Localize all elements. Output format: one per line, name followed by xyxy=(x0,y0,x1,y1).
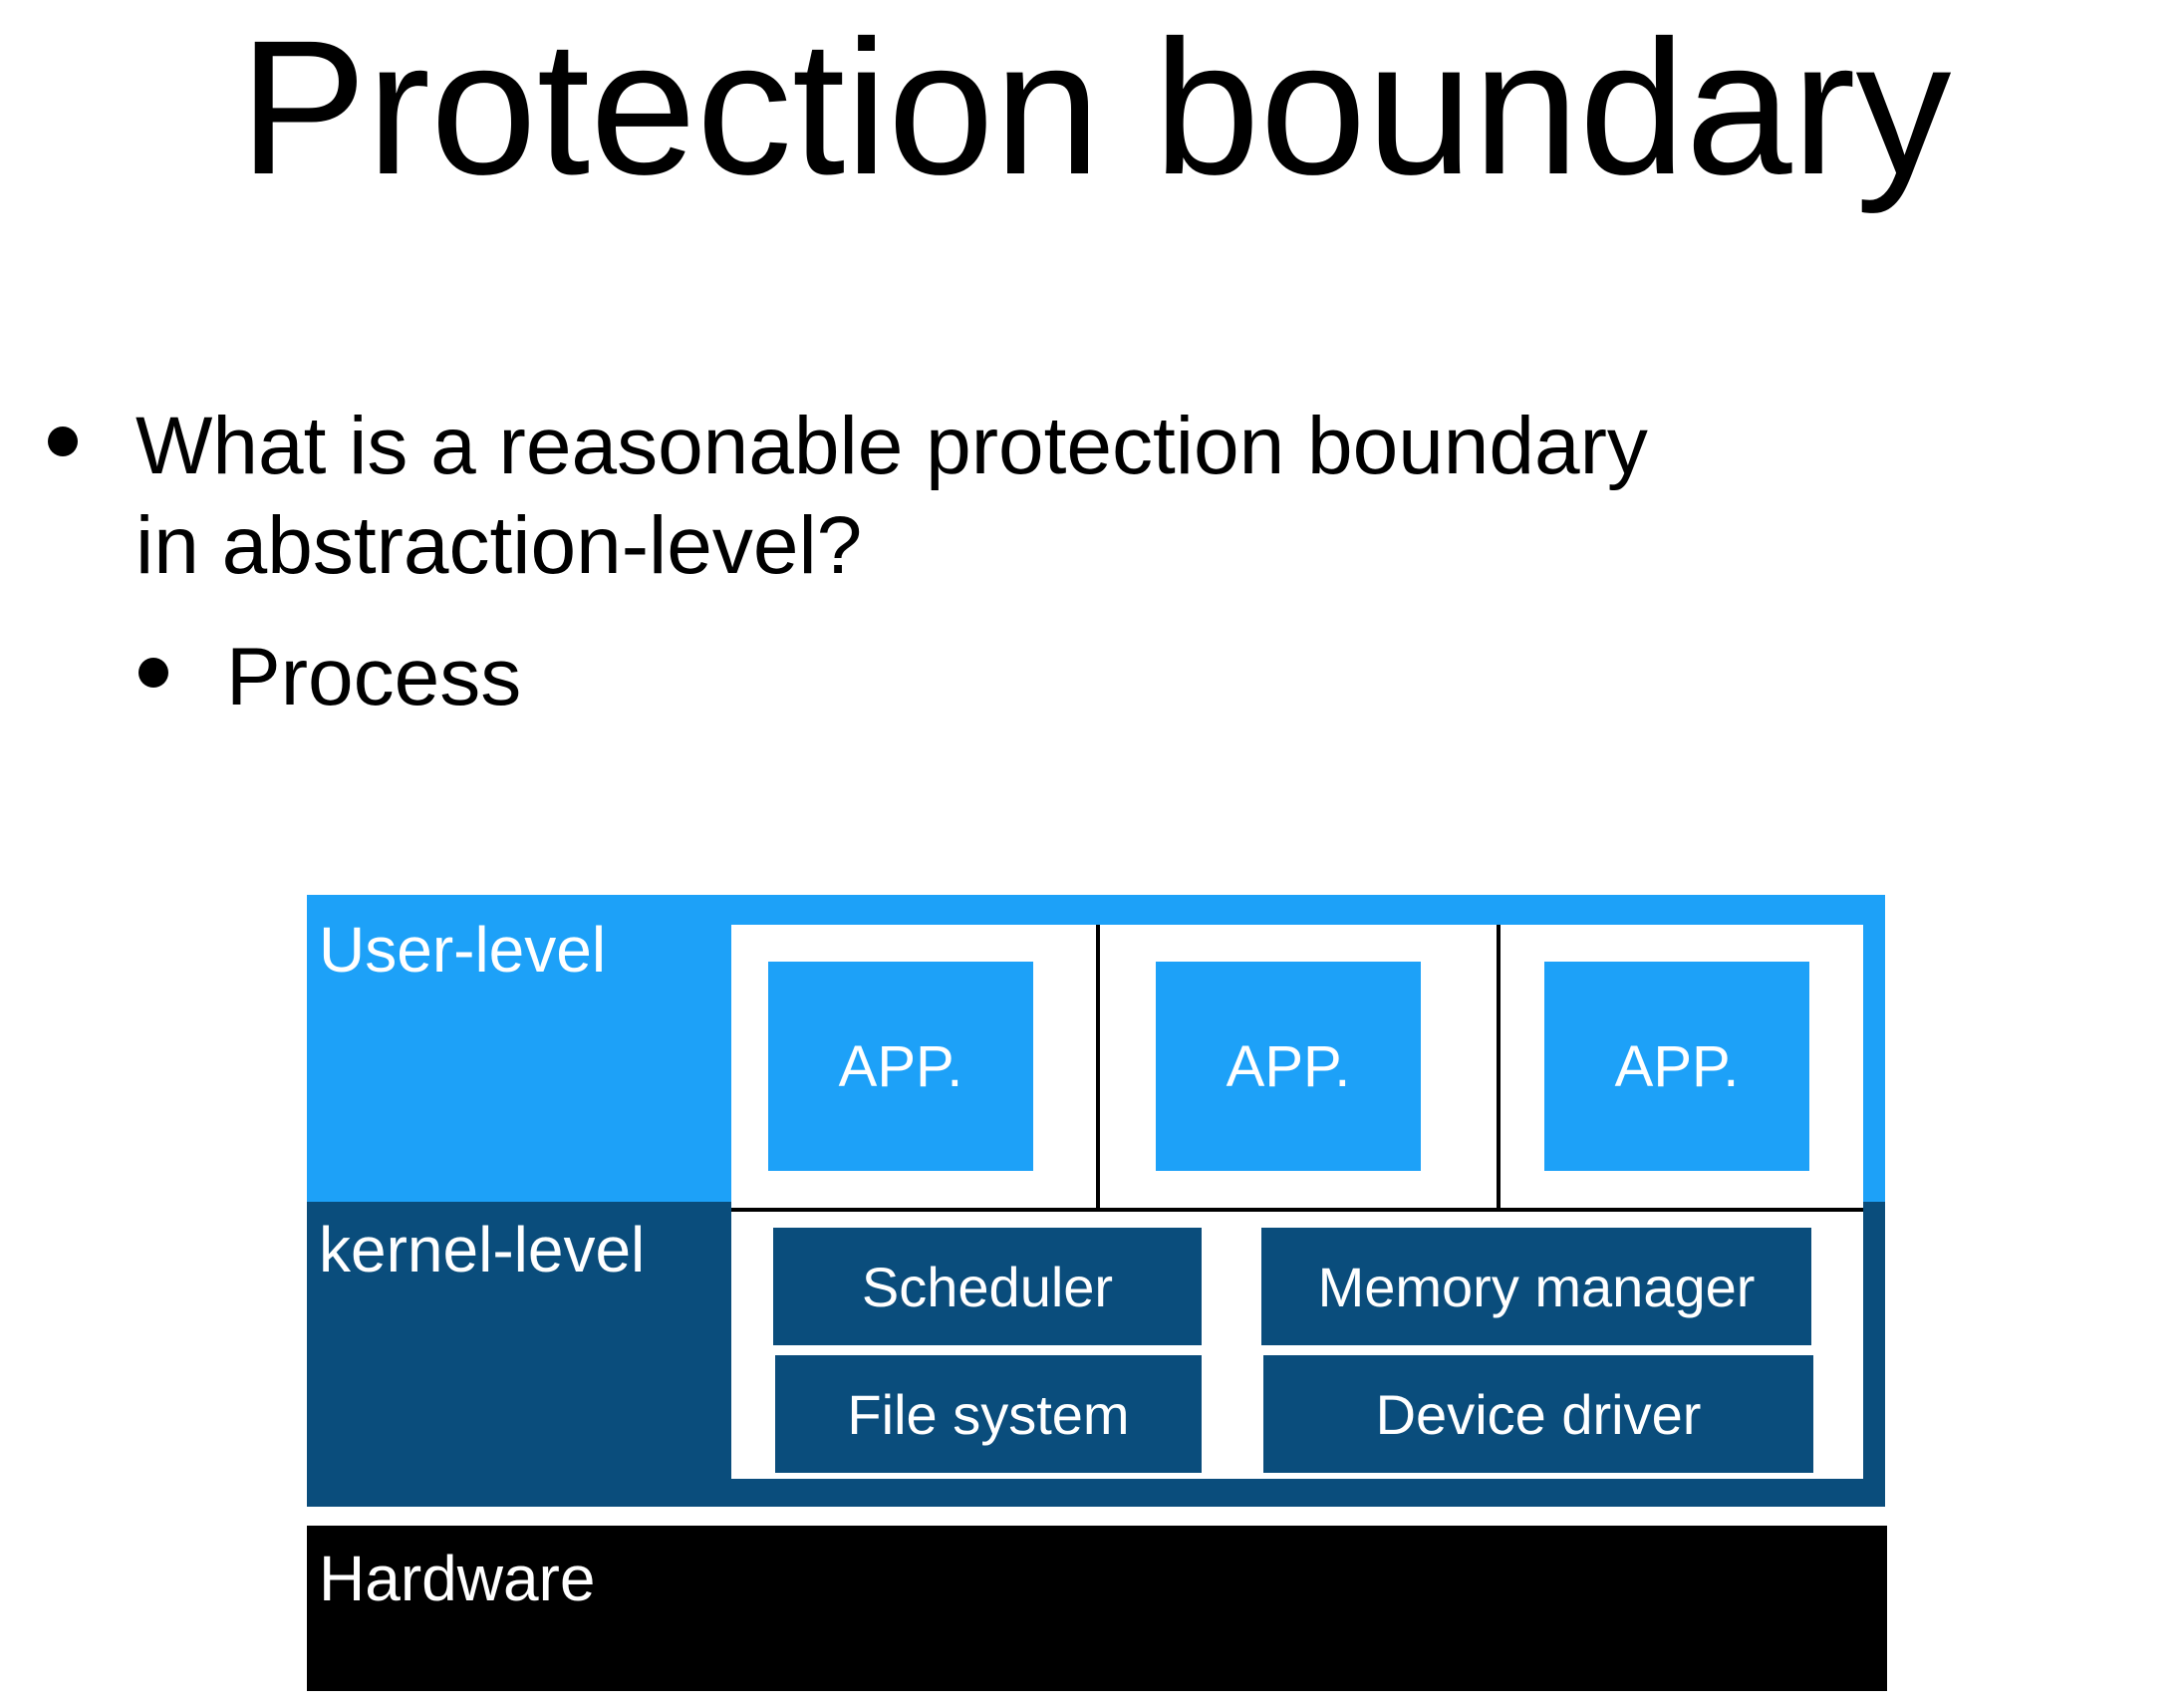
kernel-level-label: kernel-level xyxy=(319,1214,646,1285)
bullet-line-1: What is a reasonable protection boundary xyxy=(136,401,1648,491)
process-divider xyxy=(1096,925,1100,1208)
app-box: APP. xyxy=(768,962,1033,1171)
bullet-item: What is a reasonable protection boundary… xyxy=(48,397,1879,596)
slide-title: Protection boundary xyxy=(239,0,1952,214)
app-box: APP. xyxy=(1544,962,1809,1171)
process-divider xyxy=(1497,925,1501,1208)
user-level-label: User-level xyxy=(319,914,607,986)
hardware-label: Hardware xyxy=(319,1543,596,1614)
bullet-dot-icon xyxy=(138,658,168,688)
hardware-layer xyxy=(307,1526,1887,1691)
sub-bullet-text: Process xyxy=(226,632,522,722)
memory-manager-box: Memory manager xyxy=(1261,1228,1811,1345)
app-box: APP. xyxy=(1156,962,1421,1171)
file-system-box: File system xyxy=(775,1355,1202,1473)
device-driver-box: Device driver xyxy=(1263,1355,1813,1473)
sub-bullet-item: Process xyxy=(138,628,522,727)
bullet-line-2: in abstraction-level? xyxy=(136,500,863,591)
user-kernel-boundary xyxy=(731,1208,1863,1212)
bullet-dot-icon xyxy=(48,426,78,456)
scheduler-box: Scheduler xyxy=(773,1228,1202,1345)
